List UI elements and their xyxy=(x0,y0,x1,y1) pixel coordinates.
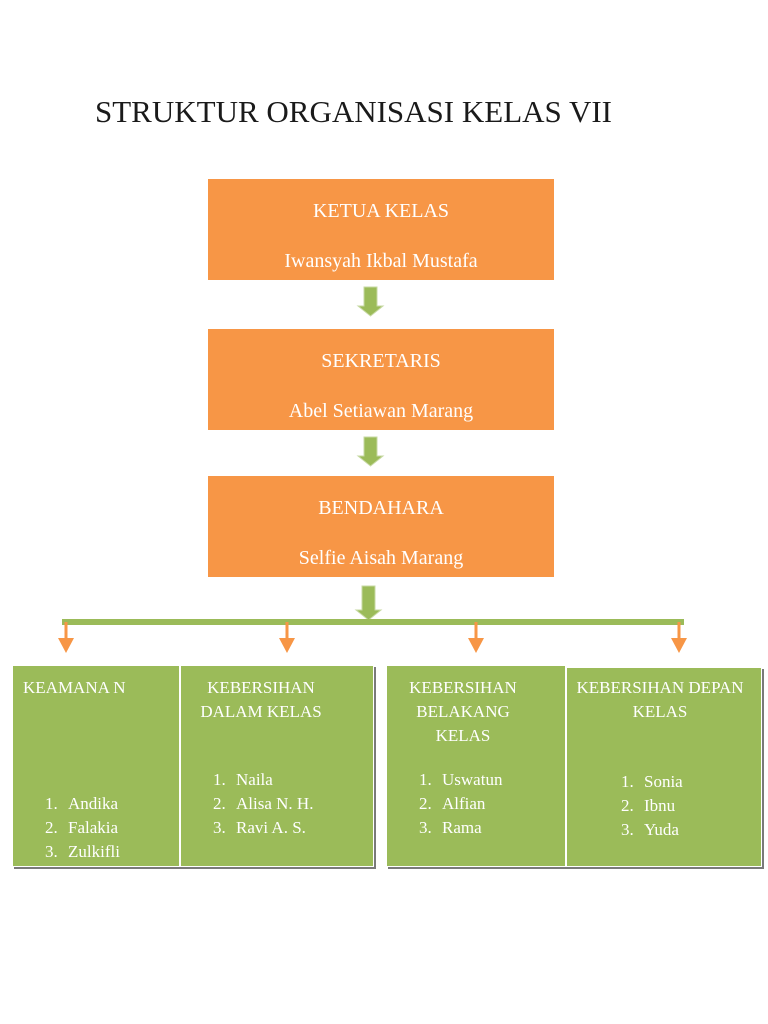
member-name: Alfian xyxy=(442,794,486,813)
member-name: Uswatun xyxy=(442,770,503,789)
list-number: 2. xyxy=(419,794,432,813)
member-list: 1. Andika 2. Falakia 3. Zulkifli xyxy=(45,792,120,864)
section-heading: KEAMANA N xyxy=(23,678,126,697)
ketua-kelas-box: KETUA KELAS Iwansyah Ikbal Mustafa xyxy=(208,179,554,280)
drop-head-3 xyxy=(468,638,484,653)
list-item: 3. Rama xyxy=(419,816,502,840)
section-heading: KEBERSIHAN DALAM KELAS xyxy=(200,678,322,721)
list-number: 3. xyxy=(621,820,634,839)
list-number: 1. xyxy=(213,770,226,789)
list-number: 1. xyxy=(45,794,58,813)
member-list: 1. Naila 2. Alisa N. H. 3. Ravi A. S. xyxy=(213,768,313,840)
role-label: BENDAHARA xyxy=(318,497,444,519)
branch-bar xyxy=(62,619,684,625)
member-name: Naila xyxy=(236,770,273,789)
sekretaris-box: SEKRETARIS Abel Setiawan Marang xyxy=(208,329,554,430)
person-name: Selfie Aisah Marang xyxy=(298,547,464,569)
list-item: 3. Ravi A. S. xyxy=(213,816,313,840)
member-name: Zulkifli xyxy=(68,842,120,861)
list-number: 2. xyxy=(45,818,58,837)
kebersihan-belakang-box: KEBERSIHAN BELAKANG KELAS 1. Uswatun 2. Al… xyxy=(386,665,566,867)
role-label: KETUA KELAS xyxy=(312,200,450,222)
section-heading: KEBERSIHAN DEPAN KELAS xyxy=(576,678,744,721)
member-name: Andika xyxy=(68,794,119,813)
bendahara-box: BENDAHARA Selfie Aisah Marang xyxy=(208,476,554,577)
person-name: Iwansyah Ikbal Mustafa xyxy=(284,250,478,272)
member-name: Sonia xyxy=(644,772,683,791)
list-number: 3. xyxy=(213,818,226,837)
list-item: 3. Zulkifli xyxy=(45,840,120,864)
list-number: 3. xyxy=(45,842,58,861)
list-item: 2. Falakia xyxy=(45,816,120,840)
list-number: 3. xyxy=(419,818,432,837)
section-heading: KEBERSIHAN BELAKANG KELAS xyxy=(409,678,517,745)
member-name: Alisa N. H. xyxy=(236,794,314,813)
list-number: 2. xyxy=(621,796,634,815)
person-name: Abel Setiawan Marang xyxy=(288,400,474,422)
list-number: 2. xyxy=(213,794,226,813)
down-arrow-2 xyxy=(356,436,385,467)
list-item: 2. Ibnu xyxy=(621,794,683,818)
down-arrow-3 xyxy=(354,585,383,621)
member-list: 1. Uswatun 2. Alfian 3. Rama xyxy=(419,768,502,840)
member-name: Rama xyxy=(442,818,482,837)
keamanan-box: KEAMANA N 1. Andika 2. Falakia 3. Zulkifli xyxy=(12,665,180,867)
kebersihan-depan-box: KEBERSIHAN DEPAN KELAS 1. Sonia 2. Ibnu 3.… xyxy=(566,667,762,867)
kebersihan-dalam-box: KEBERSIHAN DALAM KELAS 1. Naila 2. Alisa N… xyxy=(180,665,374,867)
list-item: 2. Alisa N. H. xyxy=(213,792,313,816)
drop-head-4 xyxy=(671,638,687,653)
list-number: 1. xyxy=(621,772,634,791)
list-item: 1. Andika xyxy=(45,792,120,816)
page-title: STRUKTUR ORGANISASI KELAS VII xyxy=(95,94,612,129)
list-item: 1. Naila xyxy=(213,768,313,792)
member-name: Ravi A. S. xyxy=(236,818,306,837)
list-item: 3. Yuda xyxy=(621,818,683,842)
member-list: 1. Sonia 2. Ibnu 3. Yuda xyxy=(621,770,683,842)
list-item: 2. Alfian xyxy=(419,792,502,816)
member-name: Falakia xyxy=(68,818,119,837)
member-name: Yuda xyxy=(644,820,679,839)
list-item: 1. Uswatun xyxy=(419,768,502,792)
role-label: SEKRETARIS xyxy=(321,350,441,372)
down-arrow-1 xyxy=(356,286,385,317)
drop-head-1 xyxy=(58,638,74,653)
member-name: Ibnu xyxy=(644,796,676,815)
list-number: 1. xyxy=(419,770,432,789)
list-item: 1. Sonia xyxy=(621,770,683,794)
drop-head-2 xyxy=(279,638,295,653)
